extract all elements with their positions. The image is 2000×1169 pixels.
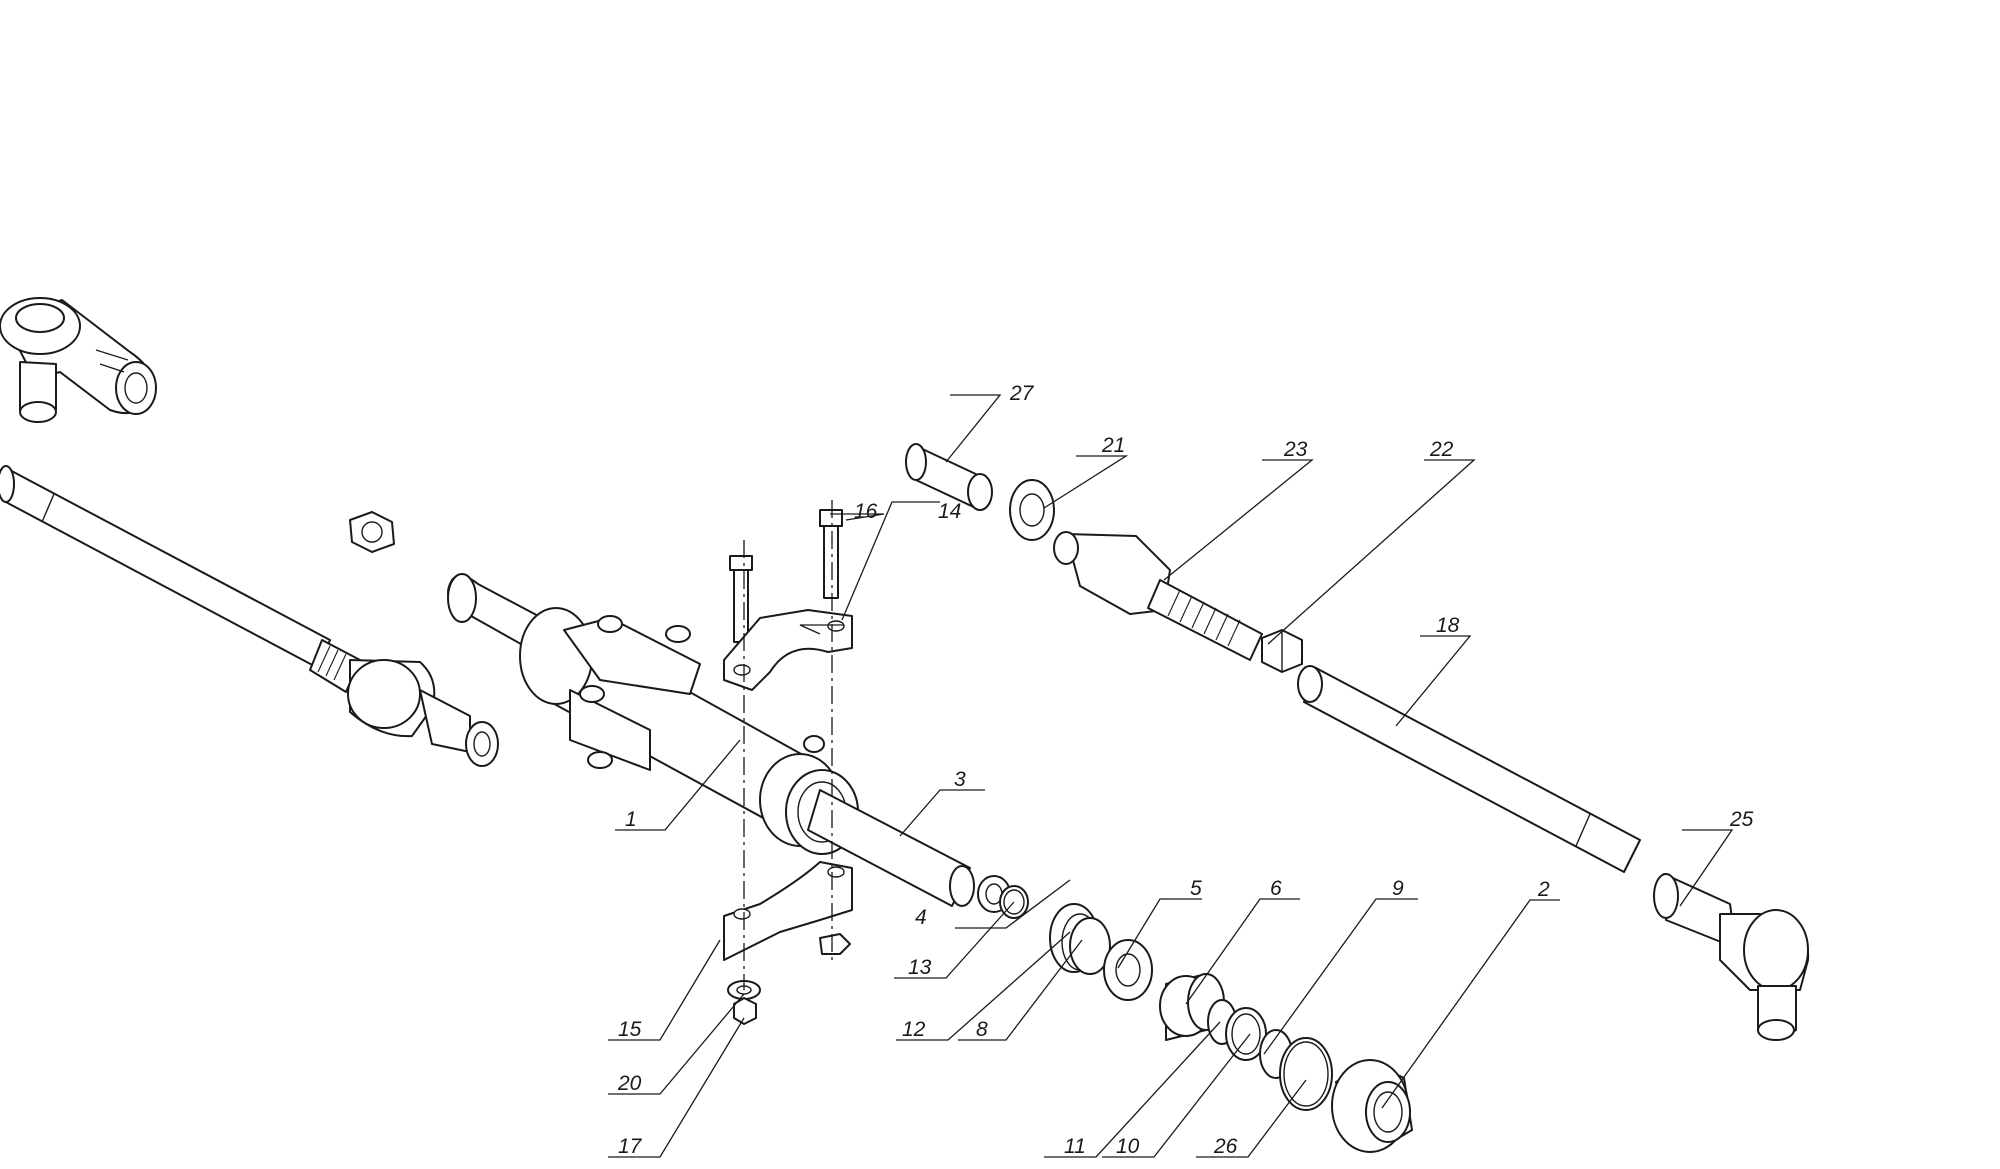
callout-12: 12 [902,1018,926,1041]
nut-17 [733,997,757,1025]
bolt-right [819,509,843,599]
left-tie-rod-tube [0,465,361,693]
callout-17: 17 [618,1135,643,1158]
callout-14: 14 [938,500,961,523]
callout-23: 23 [1283,438,1308,461]
callout-11: 11 [1064,1135,1086,1158]
callout-9: 9 [1392,877,1404,900]
callout-5: 5 [1190,877,1202,900]
lower-clamp [723,861,853,961]
gland-2 [1331,1059,1413,1153]
callout-21: 21 [1101,434,1125,457]
bolt-left [729,555,753,643]
callout-13: 13 [908,956,932,979]
callout-labels: 1 2 3 4 5 6 8 9 10 11 12 13 14 15 16 17 … [617,382,1754,1158]
right-tie-rod-tube-18 [1297,665,1641,873]
callout-6: 6 [1270,877,1282,900]
seal-5 [1103,939,1153,1001]
callout-22: 22 [1429,438,1454,461]
upper-clamp [723,609,853,691]
cylinder-body [447,573,859,855]
leader-lines [608,394,1734,1158]
sleeve-27 [905,443,993,511]
callout-10: 10 [1116,1135,1140,1158]
washer-21 [1009,479,1055,541]
callout-16: 16 [854,500,878,523]
bushing-12-8 [1049,903,1111,975]
callout-3: 3 [954,768,966,791]
nut-22 [1261,629,1303,673]
ring-10 [1225,1007,1267,1061]
callout-15: 15 [618,1018,642,1041]
callout-26: 26 [1213,1135,1238,1158]
callout-18: 18 [1436,614,1460,637]
hex-nut-left [349,511,395,553]
tie-rod-end-lower-right [1653,873,1810,1041]
callout-2: 2 [1537,878,1550,901]
callout-8: 8 [976,1018,988,1041]
tie-rod-end-upper-left [0,297,157,423]
oring-26 [1279,1037,1333,1111]
left-ball-socket [347,659,499,767]
callout-4: 4 [915,906,927,929]
callout-25: 25 [1729,808,1754,831]
callout-20: 20 [617,1072,642,1095]
callout-1: 1 [625,808,637,831]
ball-joint-23 [1053,531,1263,661]
piston-rod [807,789,975,907]
callout-27: 27 [1009,382,1035,405]
